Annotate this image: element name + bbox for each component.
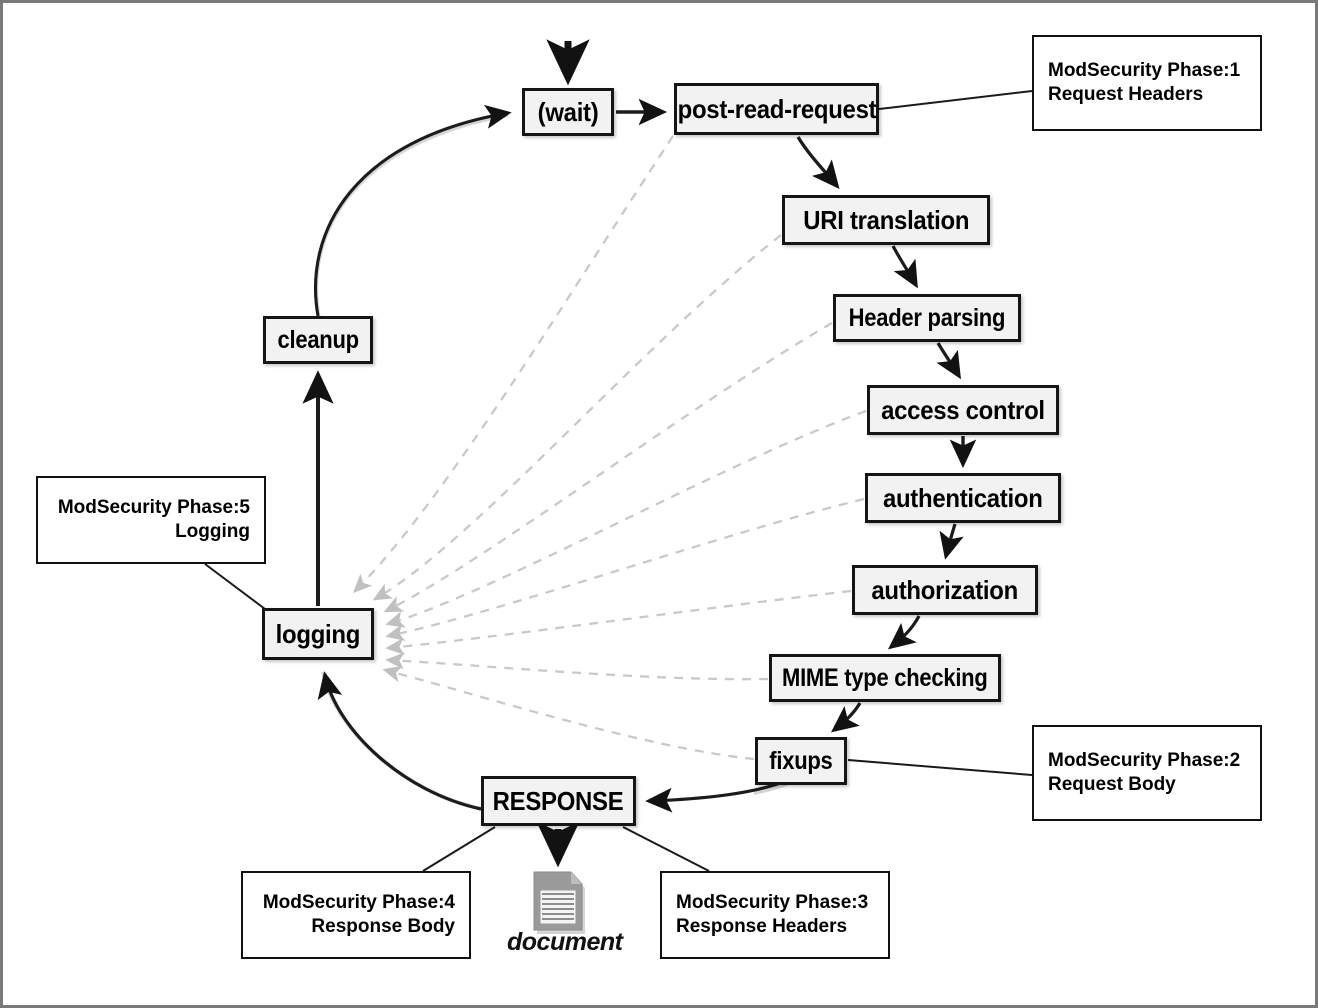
document-page-icon <box>533 871 585 934</box>
dashed-edge-header-parsing-to-logging <box>383 322 833 613</box>
leader-phase-5 <box>204 563 266 610</box>
node-mime-type-checking[interactable]: MIME type checking <box>769 654 1001 702</box>
node-response-label: RESPONSE <box>493 786 624 816</box>
node-access-control[interactable]: access control <box>867 385 1059 435</box>
node-post-read-request-label: post-read-request <box>677 94 876 124</box>
node-access-control-label: access control <box>881 395 1045 425</box>
edge-post-read-request-to-uri-translation <box>796 136 840 190</box>
node-logging-label: logging <box>275 619 361 649</box>
edge-response-to-logging <box>317 671 482 811</box>
node-fixups-label: fixups <box>769 746 833 775</box>
dashed-edge-post-read-request-to-logging <box>353 135 674 593</box>
dashed-edge-fixups-to-logging <box>382 665 755 761</box>
dashed-edge-authorization-to-logging <box>385 589 852 655</box>
dashed-edge-authentication-to-logging <box>385 497 865 642</box>
leader-phase-3 <box>622 826 710 872</box>
callout-phase-5-line1: ModSecurity Phase:5 <box>57 496 250 518</box>
leader-phase-1 <box>878 90 1033 110</box>
node-uri-translation[interactable]: URI translation <box>782 195 990 245</box>
edge-cleanup-to-wait <box>313 104 512 317</box>
node-uri-translation-label: URI translation <box>802 205 969 235</box>
connector-layer <box>204 39 1033 872</box>
node-wait[interactable]: (wait) <box>522 88 614 136</box>
edge-mime-type-checking-to-fixups <box>830 702 862 733</box>
leader-phase-2 <box>847 759 1033 776</box>
node-header-parsing[interactable]: Header parsing <box>833 294 1021 342</box>
node-authorization[interactable]: authorization <box>852 565 1038 615</box>
node-cleanup-label: cleanup <box>277 325 359 354</box>
callout-modsecurity-phase-4: ModSecurity Phase:4 Response Body <box>241 871 471 959</box>
callout-phase-4-line1: ModSecurity Phase:4 <box>262 891 455 913</box>
node-header-parsing-label: Header parsing <box>848 303 1006 332</box>
node-wait-label: (wait) <box>537 97 599 127</box>
document-caption: document <box>507 928 623 956</box>
node-authentication-label: authentication <box>883 483 1043 513</box>
node-mime-type-checking-label: MIME type checking <box>782 663 988 692</box>
callout-phase-3-line1: ModSecurity Phase:3 <box>676 891 869 913</box>
node-authentication[interactable]: authentication <box>865 473 1061 523</box>
edge-authentication-to-authorization <box>939 523 964 560</box>
node-fixups[interactable]: fixups <box>755 737 847 785</box>
edge-authorization-to-mime-type-checking <box>888 615 921 650</box>
callout-phase-4-line2: Response Body <box>311 916 455 937</box>
node-authorization-label: authorization <box>871 575 1019 605</box>
dashed-edge-mime-type-checking-to-logging <box>385 652 769 681</box>
callout-phase-3-line2: Response Headers <box>676 916 848 937</box>
callout-modsecurity-phase-3: ModSecurity Phase:3 Response Headers <box>660 871 890 959</box>
callout-modsecurity-phase-2: ModSecurity Phase:2 Request Body <box>1032 725 1262 821</box>
callout-phase-2-line2: Request Body <box>1048 774 1176 795</box>
callout-modsecurity-phase-5: ModSecurity Phase:5 Logging <box>36 476 266 564</box>
node-post-read-request[interactable]: post-read-request <box>674 83 879 135</box>
callout-modsecurity-phase-1: ModSecurity Phase:1 Request Headers <box>1032 35 1262 131</box>
callout-leader-lines <box>204 90 1033 872</box>
edge-header-parsing-to-access-control <box>936 342 961 380</box>
callout-phase-5-line2: Logging <box>175 521 250 542</box>
node-response[interactable]: RESPONSE <box>481 776 636 826</box>
logging-dashed-edges <box>353 135 867 761</box>
dashed-edge-access-control-to-logging <box>385 409 867 628</box>
curve-shadows <box>314 113 827 811</box>
callout-phase-2-line1: ModSecurity Phase:2 <box>1048 749 1241 771</box>
callout-phase-1-line1: ModSecurity Phase:1 <box>1048 59 1241 81</box>
node-logging[interactable]: logging <box>262 608 374 660</box>
edge-uri-translation-to-header-parsing <box>891 245 918 289</box>
node-cleanup[interactable]: cleanup <box>263 316 373 364</box>
callout-phase-1-line2: Request Headers <box>1048 84 1204 105</box>
leader-phase-4 <box>422 826 496 872</box>
dashed-edge-uri-translation-to-logging <box>372 234 782 601</box>
